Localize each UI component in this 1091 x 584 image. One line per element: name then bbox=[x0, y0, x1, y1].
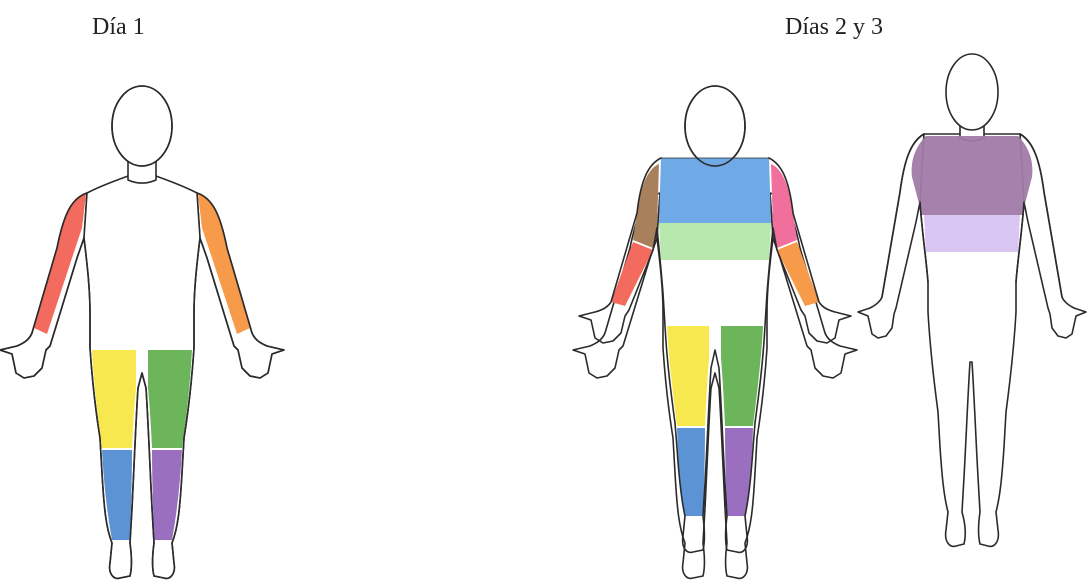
figure-day-1 bbox=[0, 86, 284, 578]
figure-days-2-3-back bbox=[858, 54, 1086, 546]
region-lower-back bbox=[924, 215, 1020, 252]
region-upper-back bbox=[912, 136, 1033, 215]
region-lower-chest bbox=[659, 223, 771, 260]
figure-days-2-3-front bbox=[573, 86, 857, 578]
region-upper-chest bbox=[659, 158, 771, 223]
